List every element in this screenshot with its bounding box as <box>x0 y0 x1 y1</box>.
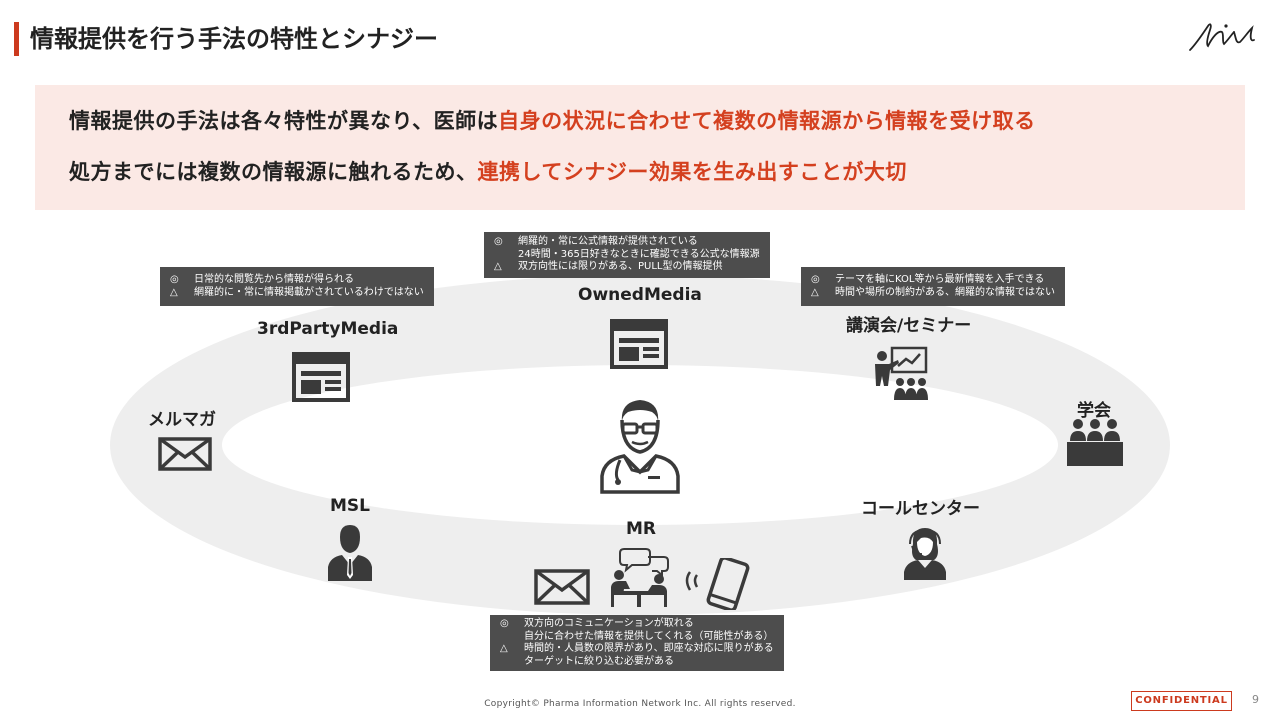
minus-marker: △ <box>170 286 178 298</box>
seminar-callout: ◎ テーマを軸にKOL等から最新情報を入手できる △ 時間や場所の制約がある、網羅的… <box>801 267 1065 306</box>
callcenter-label: コールセンター <box>861 499 980 519</box>
callout-text: 自分に合わせた情報を提供してくれる（可能性がある） <box>524 630 774 642</box>
callout-text: 時間や場所の制約がある、網羅的な情報ではない <box>835 286 1055 298</box>
third-party-media-label: 3rdPartyMedia <box>257 319 399 339</box>
callout-text: 双方向性には限りがある、PULL型の情報提供 <box>518 261 723 272</box>
seminar-label: 講演会/セミナー <box>846 316 972 336</box>
key-message-text: 処方までには複数の情報源に触れるため、 <box>69 160 478 184</box>
doctor-icon <box>600 400 680 494</box>
page-title: 情報提供を行う手法の特性とシナジー <box>30 25 438 53</box>
callout-text: ターゲットに絞り込む必要がある <box>524 655 674 667</box>
envelope-icon <box>158 437 212 471</box>
signature-logo <box>1189 23 1255 51</box>
title-accent-bar <box>14 22 19 56</box>
callout-text: 時間的・人員数の限界があり、即座な対応に限りがある <box>524 643 774 654</box>
msl-label: MSL <box>330 496 370 516</box>
browser-icon <box>292 352 350 402</box>
page-number: 9 <box>1252 693 1259 706</box>
gakkai-label: 学会 <box>1077 401 1111 421</box>
minus-marker: △ <box>494 261 502 272</box>
key-message-line-1: 情報提供の手法は各々特性が異なり、医師は自身の状況に合わせて複数の情報源から情報… <box>69 105 1036 135</box>
owned-media-label: OwnedMedia <box>578 285 702 305</box>
key-message-highlight: 連携してシナジー効果を生み出すことが大切 <box>477 160 907 184</box>
plus-marker: ◎ <box>811 274 820 285</box>
confidential-badge: CONFIDENTIAL <box>1131 691 1232 711</box>
businessman-icon <box>328 525 372 581</box>
smartphone-icon <box>685 558 750 610</box>
owned-media-callout: ◎ 網羅的・常に公式情報が提供されている 24時間・365日好きなときに確認できる… <box>484 232 770 278</box>
callout-text: 24時間・365日好きなときに確認できる公式な情報源 <box>518 248 760 260</box>
callout-text: 網羅的に・常に情報掲載がされているわけではない <box>194 286 424 298</box>
plus-marker: ◎ <box>500 618 509 629</box>
minus-marker: △ <box>500 643 508 654</box>
key-message-line-2: 処方までには複数の情報源に触れるため、連携してシナジー効果を生み出すことが大切 <box>69 156 907 186</box>
mr-callout: ◎ 双方向のコミュニケーションが取れる 自分に合わせた情報を提供してくれる（可能性… <box>490 615 784 671</box>
key-message-banner: 情報提供の手法は各々特性が異なり、医師は自身の状況に合わせて複数の情報源から情報… <box>35 85 1245 210</box>
copyright-text: Copyright© Pharma Information Network In… <box>484 699 796 709</box>
operator-icon <box>904 528 946 580</box>
callout-text: テーマを軸にKOL等から最新情報を入手できる <box>835 274 1045 285</box>
callout-text: 双方向のコミュニケーションが取れる <box>524 618 694 629</box>
mr-label: MR <box>626 519 657 539</box>
envelope-icon <box>534 569 590 605</box>
callout-text: 網羅的・常に公式情報が提供されている <box>518 236 698 247</box>
key-message-text: 情報提供の手法は各々特性が異なり、医師は <box>69 109 499 133</box>
third-party-media-callout: ◎ 日常的な閲覧先から情報が得られる △ 網羅的に・常に情報掲載がされているわけでは… <box>160 267 434 306</box>
meeting-icon <box>611 548 669 607</box>
minus-marker: △ <box>811 286 819 298</box>
key-message-highlight: 自身の状況に合わせて複数の情報源から情報を受け取る <box>498 109 1036 133</box>
mailmag-label: メルマガ <box>148 410 216 430</box>
audience-icon <box>1067 419 1123 466</box>
presenter-icon <box>875 346 928 400</box>
plus-marker: ◎ <box>494 236 503 247</box>
browser-icon <box>610 319 668 369</box>
callout-text: 日常的な閲覧先から情報が得られる <box>194 274 354 285</box>
plus-marker: ◎ <box>170 274 179 285</box>
